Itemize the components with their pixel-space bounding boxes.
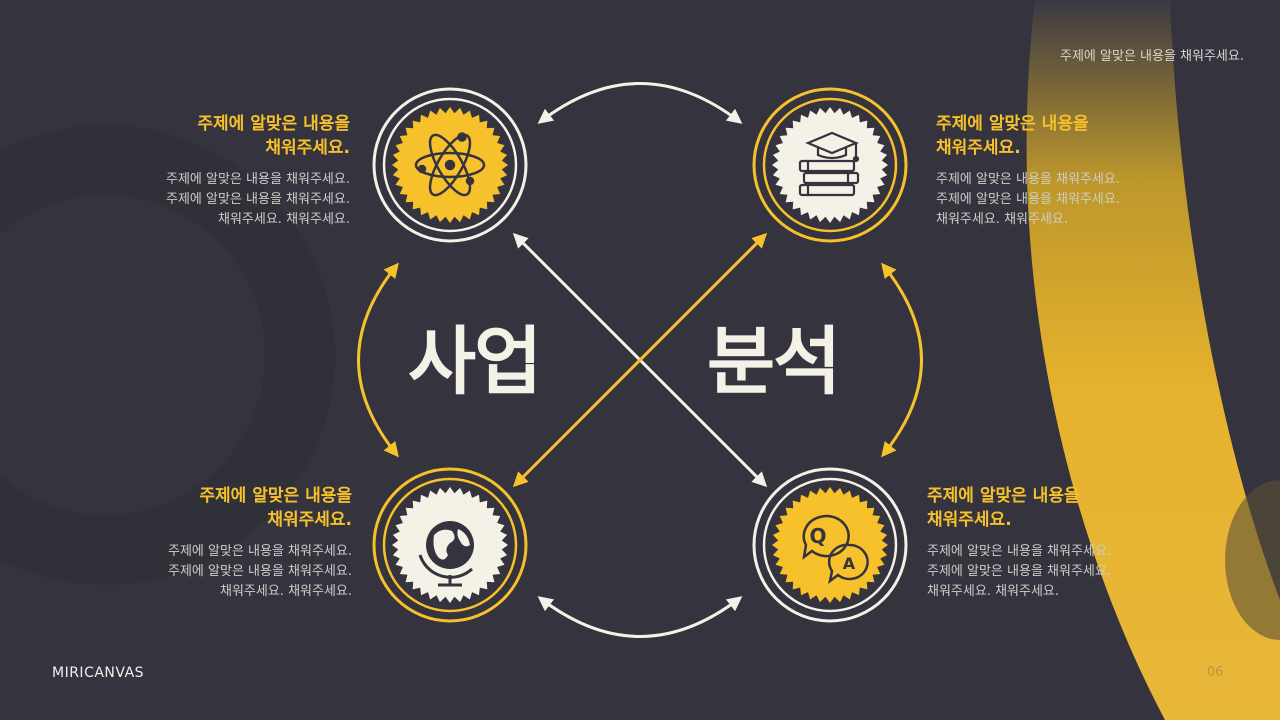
block-body: 주제에 알맞은 내용을 채워주세요. 주제에 알맞은 내용을 채워주세요. 채워… bbox=[166, 172, 350, 227]
page-number: 06 bbox=[1207, 665, 1224, 680]
center-right-word: 분석 bbox=[707, 319, 841, 405]
block-title: 주제에 알맞은 내용을 채워주세요. bbox=[927, 486, 1080, 530]
arrow-top bbox=[537, 82, 743, 124]
qa-q-letter: Q bbox=[809, 524, 826, 548]
block-body: 주제에 알맞은 내용을 채워주세요. 주제에 알맞은 내용을 채워주세요. 채워… bbox=[927, 544, 1111, 599]
text-block-top-right: 주제에 알맞은 내용을 채워주세요. 주제에 알맞은 내용을 채워주세요. 주제… bbox=[936, 112, 1236, 230]
books-graduation-icon bbox=[798, 131, 860, 197]
block-title: 주제에 알맞은 내용을 채워주세요. bbox=[197, 114, 350, 158]
arrow-left bbox=[357, 262, 399, 458]
badge-top-right bbox=[752, 87, 908, 243]
badge-bottom-left bbox=[372, 467, 528, 623]
arrow-diagonal-yellow bbox=[512, 232, 768, 488]
badge-top-left bbox=[372, 87, 528, 243]
badge-bottom-right: Q A bbox=[752, 467, 908, 623]
block-body: 주제에 알맞은 내용을 채워주세요. 주제에 알맞은 내용을 채워주세요. 채워… bbox=[168, 544, 352, 599]
qa-chat-icon bbox=[802, 514, 869, 584]
text-block-bottom-left: 주제에 알맞은 내용을 채워주세요. 주제에 알맞은 내용을 채워주세요. 주제… bbox=[52, 484, 352, 602]
block-title: 주제에 알맞은 내용을 채워주세요. bbox=[199, 486, 352, 530]
center-left-word: 사업 bbox=[408, 319, 542, 405]
globe-icon bbox=[418, 521, 474, 587]
qa-a-letter: A bbox=[843, 554, 856, 573]
arrow-right bbox=[881, 262, 923, 458]
text-block-top-left: 주제에 알맞은 내용을 채워주세요. 주제에 알맞은 내용을 채워주세요. 주제… bbox=[50, 112, 350, 230]
block-body: 주제에 알맞은 내용을 채워주세요. 주제에 알맞은 내용을 채워주세요. 채워… bbox=[936, 172, 1120, 227]
header-corner-text: 주제에 알맞은 내용을 채워주세요. bbox=[1060, 49, 1244, 64]
text-block-bottom-right: 주제에 알맞은 내용을 채워주세요. 주제에 알맞은 내용을 채워주세요. 주제… bbox=[927, 484, 1227, 602]
brand-logo-text: MIRICANVAS bbox=[52, 665, 145, 681]
arrow-bottom bbox=[537, 596, 743, 638]
block-title: 주제에 알맞은 내용을 채워주세요. bbox=[936, 114, 1089, 158]
seal-shape bbox=[772, 487, 888, 603]
atom-icon bbox=[414, 132, 486, 197]
